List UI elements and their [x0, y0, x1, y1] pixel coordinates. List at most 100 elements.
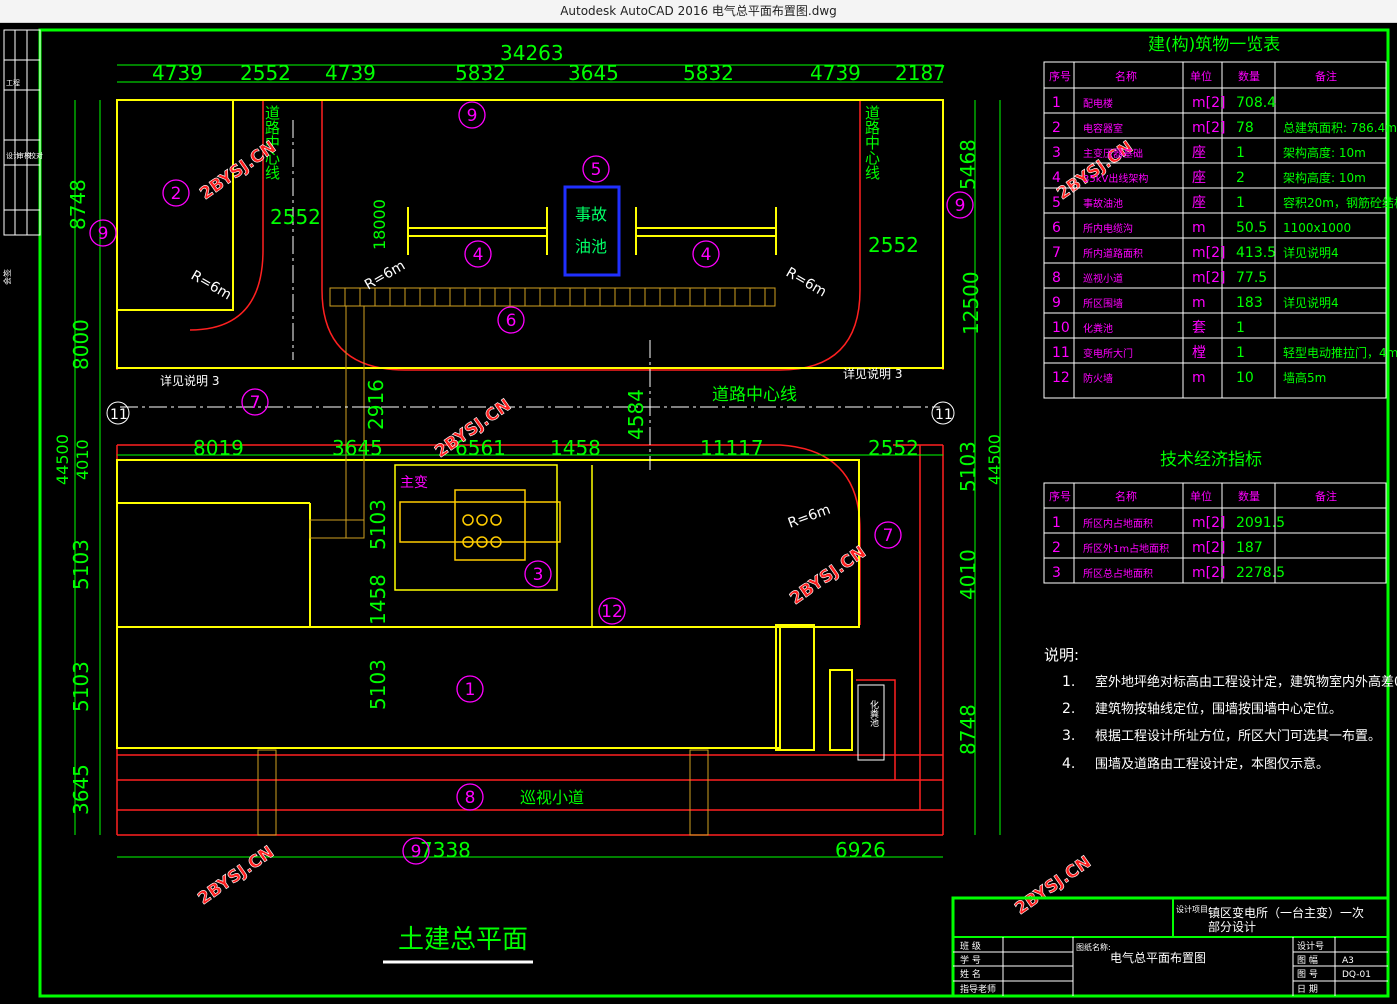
tb-drawing-name: 电气总平面布置图	[1110, 950, 1206, 965]
dim-mid-6: 2552	[868, 436, 919, 460]
buildings-table-cell-7-1: 7	[1052, 245, 1061, 261]
buildings-table-cell-11-5: 轻型电动推拉门，4m宽	[1283, 345, 1397, 360]
buildings-table-cell-8-1: 8	[1052, 270, 1061, 286]
tb-right-labels: 设计号 图 幅 图 号 日 期 A3 DQ-01	[1297, 940, 1371, 995]
buildings-table-cell-5-1: 5	[1052, 195, 1061, 211]
dim-right-1: 5468	[956, 139, 980, 190]
buildings-table-cell-9-5: 详见说明4	[1283, 295, 1339, 310]
dim-right-2: 12500	[959, 271, 983, 335]
dim-top-3: 4739	[325, 61, 376, 85]
buildings-table-cell-12-2: 防火墙	[1083, 372, 1113, 385]
callout-9b: 9	[98, 224, 109, 244]
buildings-table-cell-11-4: 1	[1236, 345, 1245, 361]
buildings-table-cell-10-1: 10	[1052, 320, 1070, 336]
callout-9d: 9	[411, 842, 422, 862]
dimension-text: 34263 4739 2552 4739 5832 3645 5832 4739…	[152, 41, 946, 862]
center-lines	[120, 120, 940, 470]
drawing-frame	[38, 28, 1390, 998]
tb-left-2: 学 号	[960, 954, 981, 966]
dim-top-5: 3645	[568, 61, 619, 85]
dim-inner-5103b: 5103	[366, 659, 390, 710]
tech-table-cell-1-3: m[2]	[1192, 515, 1225, 531]
tech-table-cell-1-1: 1	[1052, 515, 1061, 531]
accident-oil-label-1: 事故	[575, 205, 607, 224]
tech-table-header: 序号 名称 单位 数量 备注	[1049, 489, 1337, 503]
dim-top-7: 4739	[810, 61, 861, 85]
tb-project-line2: 部分设计	[1208, 919, 1256, 934]
road-center-left-label: 道路中心线	[263, 105, 281, 180]
dim-inner-1458: 1458	[366, 574, 390, 625]
radius-label-3: R=6m	[783, 265, 829, 301]
dim-top-8: 2187	[895, 61, 946, 85]
buildings-table-cell-7-5: 详见说明4	[1283, 245, 1339, 260]
buildings-table-cell-2-5: 总建筑面积: 786.4m	[1283, 120, 1397, 135]
detail-note-right: 详见说明 3	[843, 366, 902, 381]
tb-right-val-2: A3	[1342, 956, 1354, 966]
buildings-table-cell-4-2: 35kV出线架构	[1083, 172, 1148, 185]
gate-label-left: 11	[110, 407, 128, 423]
callout-12: 12	[601, 602, 623, 622]
buildings-table-cell-6-1: 6	[1052, 220, 1061, 236]
buildings-table-cell-3-4: 1	[1236, 145, 1245, 161]
dim-inner-5103: 5103	[366, 499, 390, 550]
detail-note-left: 详见说明 3	[160, 373, 219, 388]
bt-h-qty: 数量	[1238, 70, 1260, 83]
title-block-frame	[951, 896, 1390, 998]
dim-mid-1: 8019	[193, 436, 244, 460]
tt-h-name: 名称	[1115, 489, 1137, 503]
gate-marker-right	[931, 401, 955, 425]
watermark-5: 2BYSJ.CN	[194, 842, 277, 909]
tech-table-cell-3-3: m[2]	[1192, 565, 1225, 581]
buildings-table-cell-6-2: 所内电缆沟	[1083, 222, 1133, 235]
dim-inner-2916: 2916	[364, 379, 388, 430]
tb-right-1: 设计号	[1297, 940, 1324, 952]
margin-label-3: 审核	[17, 151, 31, 160]
outgoing-frame-right	[635, 207, 777, 255]
note-num-4: 4.	[1062, 756, 1075, 772]
dim-top-6: 5832	[683, 61, 734, 85]
tb-drawing-label: 图纸名称:	[1076, 942, 1111, 952]
buildings-table-cell-11-2: 变电所大门	[1083, 347, 1133, 360]
notes-list: 1. 室外地坪绝对标高由工程设计定，建筑物室内外高差0.45m。 2. 建筑物按…	[1062, 674, 1397, 772]
dimension-lines	[74, 64, 1001, 858]
septic-label: 化粪池	[868, 699, 879, 727]
buildings-table-header: 序号 名称 单位 数量 备注	[1049, 69, 1337, 83]
radius-label-4: R=6m	[786, 502, 833, 532]
tb-project-line1: 镇区变电所（一台主变）一次	[1208, 905, 1364, 920]
watermark-2: 2BYSJ.CN	[1053, 137, 1136, 204]
main-transformer-symbol	[399, 489, 561, 561]
margin-label-1: 工程	[6, 78, 20, 87]
dim-left-4: 4010	[73, 439, 92, 480]
road-center-mid-label: 道路中心线	[712, 385, 797, 405]
callout-1: 1	[465, 680, 476, 700]
tb-right-val-3: DQ-01	[1342, 970, 1371, 980]
tech-table-cell-2-1: 2	[1052, 540, 1061, 556]
watermark-6: 2BYSJ.CN	[1011, 852, 1094, 919]
buildings-table-cell-9-1: 9	[1052, 295, 1061, 311]
tt-h-qty: 数量	[1238, 490, 1260, 503]
tt-h-note: 备注	[1315, 489, 1337, 503]
dim-top-2: 2552	[240, 61, 291, 85]
buildings-table-cell-6-3: m	[1192, 220, 1206, 236]
dim-left-1: 8748	[66, 179, 90, 230]
dim-bottom-2: 6926	[835, 838, 886, 862]
note-num-2: 2.	[1062, 701, 1075, 717]
margin-strip	[3, 29, 41, 236]
buildings-table-title: 建(构)筑物一览表	[1148, 35, 1280, 55]
tech-table-cell-2-4: 187	[1236, 540, 1263, 556]
watermarks: 2BYSJ.CN 2BYSJ.CN 2BYSJ.CN 2BYSJ.CN 2BYS…	[194, 137, 1137, 919]
cable-trench	[257, 287, 776, 836]
callout-4b: 4	[701, 245, 712, 265]
cad-drawing-canvas[interactable]: 工程 设计 审核 校对 会签 事故 油池	[0, 23, 1397, 1004]
buildings-table-cell-12-1: 12	[1052, 370, 1070, 386]
buildings-table-cell-8-3: m[2]	[1192, 270, 1225, 286]
dim-inner-18000: 18000	[370, 199, 389, 250]
callout-7b: 7	[883, 526, 894, 546]
callout-8: 8	[465, 788, 476, 808]
dim-right-4: 5103	[956, 441, 980, 492]
buildings-table-cell-2-4: 78	[1236, 120, 1254, 136]
buildings-table-cell-4-5: 架构高度: 10m	[1283, 170, 1366, 185]
dim-mid-3: 6561	[455, 436, 506, 460]
callout-4a: 4	[473, 245, 484, 265]
tech-table-cell-2-2: 所区外1m占地面积	[1083, 542, 1169, 555]
